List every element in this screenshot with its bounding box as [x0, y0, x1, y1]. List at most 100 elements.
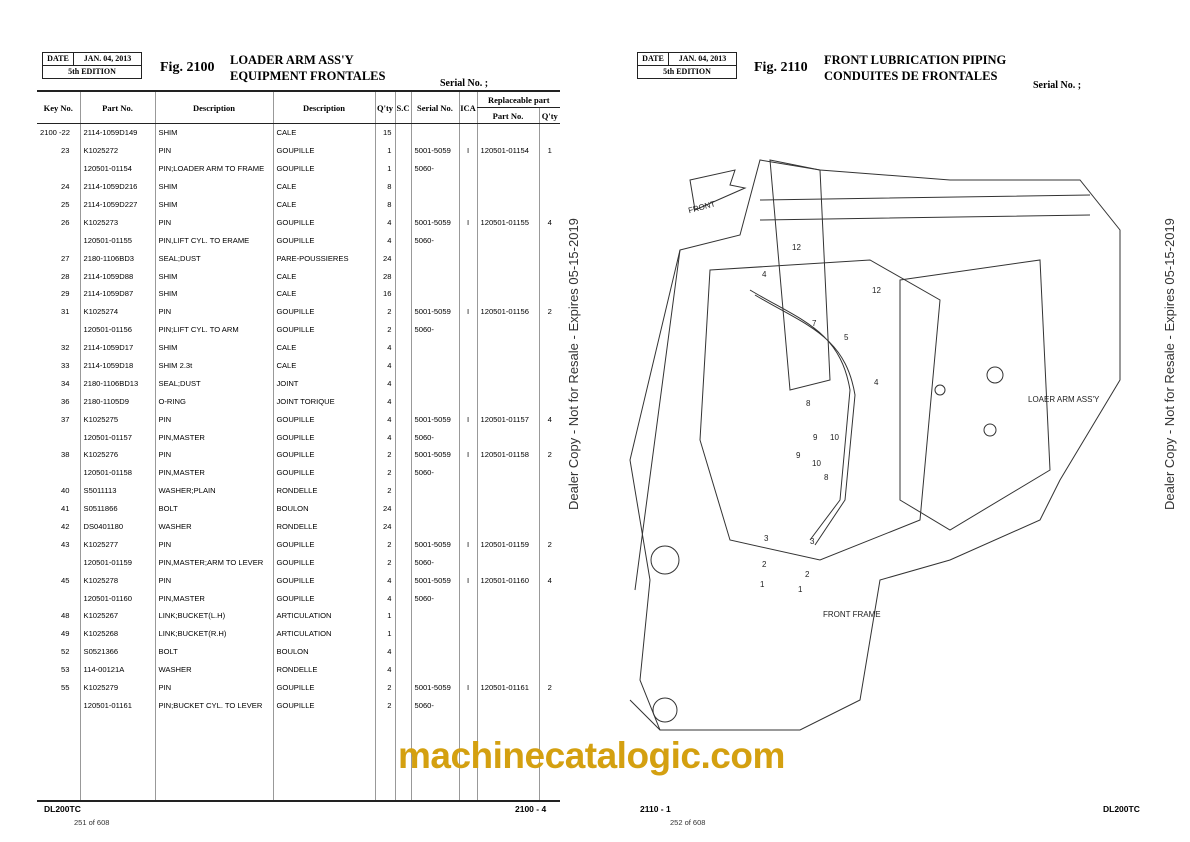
- table-cell: 1: [374, 607, 395, 625]
- table-cell: S5011113: [79, 481, 155, 500]
- table-cell: PIN: [154, 678, 273, 697]
- table-cell: [458, 123, 477, 142]
- table-cell: [538, 660, 560, 679]
- loader-arm-label: LOAER ARM ASS'Y: [1028, 395, 1100, 404]
- table-cell: 49: [61, 629, 70, 639]
- table-cell: 120501-01161: [79, 696, 155, 715]
- table-cell: 32: [61, 343, 70, 353]
- table-cell: PARE-POUSSIERES: [272, 249, 375, 268]
- table-cell: [410, 356, 459, 375]
- table-cell: 120501-01161: [476, 678, 539, 697]
- table-cell: 2114-1059D17: [79, 338, 155, 357]
- header-description-fr: Description: [272, 90, 375, 124]
- table-cell: 27: [61, 253, 70, 263]
- table-cell: [410, 481, 459, 500]
- table-cell: [538, 231, 560, 250]
- table-cell: [410, 624, 459, 643]
- table-cell: [410, 267, 459, 286]
- table-cell: DS0401180: [79, 517, 155, 536]
- table-cell: 42: [61, 522, 70, 532]
- table-cell: [538, 463, 560, 482]
- lubrication-diagram: FRONT LOAER ARM ASS'Y FRONT FRAME 124127…: [629, 159, 1121, 731]
- table-cell: [458, 195, 477, 214]
- table-cell: 8: [374, 177, 395, 196]
- table-cell: JOINT TORIQUE: [272, 392, 375, 411]
- table-cell: [394, 481, 411, 500]
- date-value: JAN. 04, 2013: [83, 54, 132, 63]
- table-cell: RONDELLE: [272, 481, 375, 500]
- table-cell: [476, 159, 539, 178]
- table-cell: 36: [61, 396, 70, 406]
- table-cell: LINK;BUCKET(R.H): [154, 624, 273, 643]
- table-cell: [538, 123, 560, 142]
- table-cell: 2100 -22: [40, 128, 70, 138]
- table-cell: [476, 517, 539, 536]
- table-cell: ARTICULATION: [272, 624, 375, 643]
- table-cell: K1025276: [79, 446, 155, 464]
- table-cell: PIN,MASTER;ARM TO LEVER: [154, 553, 273, 572]
- table-cell: K1025279: [79, 678, 155, 697]
- header-description: Description: [154, 90, 273, 124]
- table-cell: 1: [374, 624, 395, 643]
- table-cell: PIN,MASTER: [154, 428, 273, 447]
- table-cell: [458, 696, 477, 715]
- table-cell: 120501-01157: [79, 428, 155, 447]
- page-number-right: 2110 - 1: [640, 804, 671, 814]
- table-cell: RONDELLE: [272, 517, 375, 536]
- table-cell: [476, 624, 539, 643]
- table-cell: [476, 392, 539, 411]
- header-sc: S.C: [394, 90, 411, 124]
- table-cell: 4: [374, 356, 395, 375]
- table-cell: 16: [374, 285, 395, 303]
- table-cell: [538, 356, 560, 375]
- table-cell: 5001-5059: [410, 678, 459, 697]
- table-cell: [538, 589, 560, 608]
- table-cell: [538, 249, 560, 268]
- table-cell: [394, 410, 411, 429]
- table-cell: [394, 553, 411, 572]
- table-cell: 120501-01159: [476, 535, 539, 554]
- table-cell: I: [458, 302, 477, 321]
- table-cell: [394, 660, 411, 679]
- table-cell: S0511866: [79, 499, 155, 518]
- table-cell: [538, 285, 560, 303]
- table-cell: [458, 660, 477, 679]
- table-cell: 2: [538, 678, 560, 697]
- table-cell: I: [458, 446, 477, 464]
- table-cell: 2114-1059D87: [79, 285, 155, 303]
- table-cell: [394, 123, 411, 142]
- table-cell: [394, 624, 411, 643]
- table-cell: 37: [61, 414, 70, 424]
- table-cell: WASHER: [154, 660, 273, 679]
- table-cell: [476, 589, 539, 608]
- table-cell: [458, 338, 477, 357]
- table-cell: 2: [374, 463, 395, 482]
- table-cell: GOUPILLE: [272, 159, 375, 178]
- table-cell: GOUPILLE: [272, 410, 375, 429]
- table-cell: SEAL;DUST: [154, 249, 273, 268]
- table-cell: [410, 642, 459, 661]
- table-cell: RONDELLE: [272, 660, 375, 679]
- table-cell: 2: [374, 481, 395, 500]
- table-cell: PIN: [154, 141, 273, 160]
- table-cell: SHIM: [154, 338, 273, 357]
- table-cell: [394, 607, 411, 625]
- table-cell: [458, 231, 477, 250]
- table-cell: 2114-1059D216: [79, 177, 155, 196]
- table-cell: PIN;LOADER ARM TO FRAME: [154, 159, 273, 178]
- table-cell: 2180-1106BD3: [79, 249, 155, 268]
- table-cell: 29: [61, 289, 70, 299]
- table-cell: [394, 141, 411, 160]
- table-cell: GOUPILLE: [272, 213, 375, 232]
- table-cell: 5001-5059: [410, 213, 459, 232]
- table-cell: [538, 499, 560, 518]
- table-cell: 2: [538, 535, 560, 554]
